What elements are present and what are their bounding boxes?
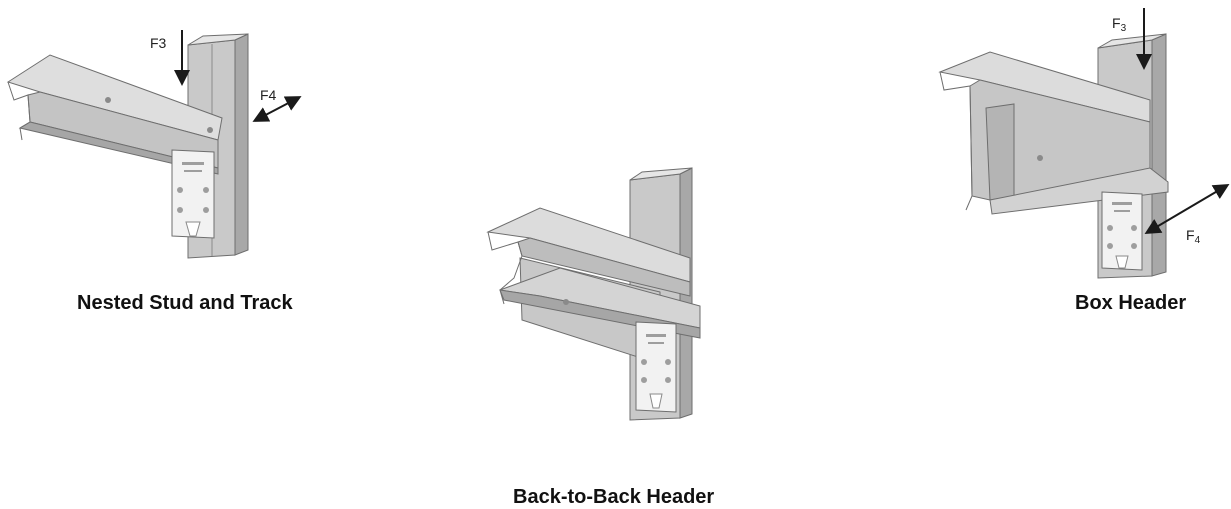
- stud-side-face: [234, 33, 249, 256]
- f4-label: F4: [1186, 227, 1201, 246]
- track-top-flange: [6, 54, 223, 141]
- connector-clip: [635, 321, 677, 413]
- nested-stud-track-figure: F3 F4: [0, 0, 320, 270]
- box-header-figure: F3 F4: [930, 0, 1231, 285]
- screw: [1037, 155, 1043, 161]
- screw: [563, 299, 569, 305]
- stud-side-face: [1151, 33, 1167, 277]
- f3-label: F3: [1112, 15, 1127, 34]
- caption-nested-stud-track: Nested Stud and Track: [77, 292, 293, 314]
- caption-back-to-back-header: Back-to-Back Header: [513, 486, 715, 508]
- header-top-flange: [486, 207, 691, 283]
- stud-top-face: [187, 33, 249, 46]
- screw: [105, 97, 111, 103]
- connector-clip: [1101, 191, 1143, 271]
- caption-box-header: Box Header: [1075, 292, 1187, 314]
- box-header-top: [938, 51, 1151, 123]
- connector-clip: [171, 149, 215, 239]
- nested-stud-track-drawing: F3 F4: [6, 30, 302, 259]
- screw: [207, 127, 213, 133]
- box-header-drawing: F3 F4: [938, 8, 1230, 279]
- back-to-back-header-drawing: [486, 167, 701, 421]
- f3-label: F3: [150, 35, 167, 51]
- back-to-back-header-figure: [470, 150, 740, 450]
- f4-label: F4: [260, 87, 277, 103]
- f4-arrow: [1144, 183, 1230, 235]
- f4-arrow: [252, 96, 302, 122]
